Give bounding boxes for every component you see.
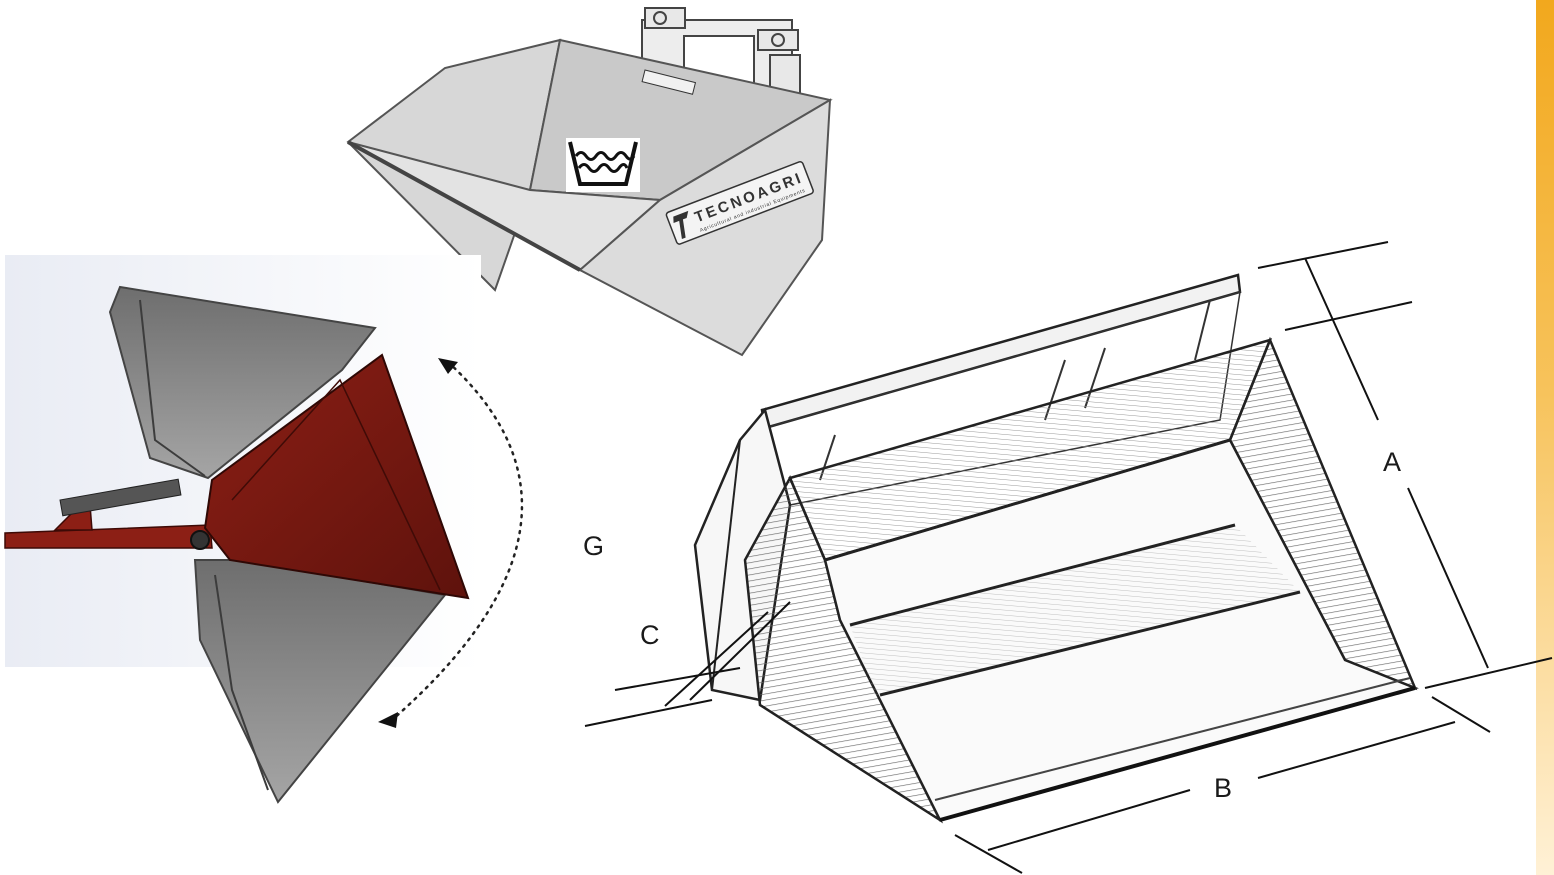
tilt-bucket-render	[4, 255, 524, 804]
dimension-label-g: G	[583, 531, 605, 561]
dimension-b-lines	[954, 657, 1553, 874]
dimension-a-lines	[1257, 241, 1489, 669]
gray-bucket-upper	[108, 285, 377, 480]
bucket-left-wall	[346, 38, 562, 292]
dimension-label-c: C	[640, 620, 660, 650]
bucket-dimension-drawing	[584, 241, 1553, 874]
water-basin-icon	[566, 138, 640, 192]
rotation-arc	[390, 360, 524, 722]
dimension-label-a: A	[1383, 447, 1402, 477]
red-bucket	[203, 353, 470, 600]
dimension-label-b: B	[1214, 773, 1233, 803]
small-brand-plate	[641, 69, 697, 95]
gray-bucket-lower	[193, 559, 447, 804]
bucket-illustration: TECNOAGRI Agricultural and industrial Eq…	[346, 7, 833, 357]
arrowhead-up-icon	[438, 358, 458, 374]
accent-side-bar	[1536, 0, 1554, 875]
arrowhead-down-icon	[378, 712, 398, 728]
loader-arm	[4, 478, 213, 550]
dimension-c-lines	[584, 601, 791, 727]
